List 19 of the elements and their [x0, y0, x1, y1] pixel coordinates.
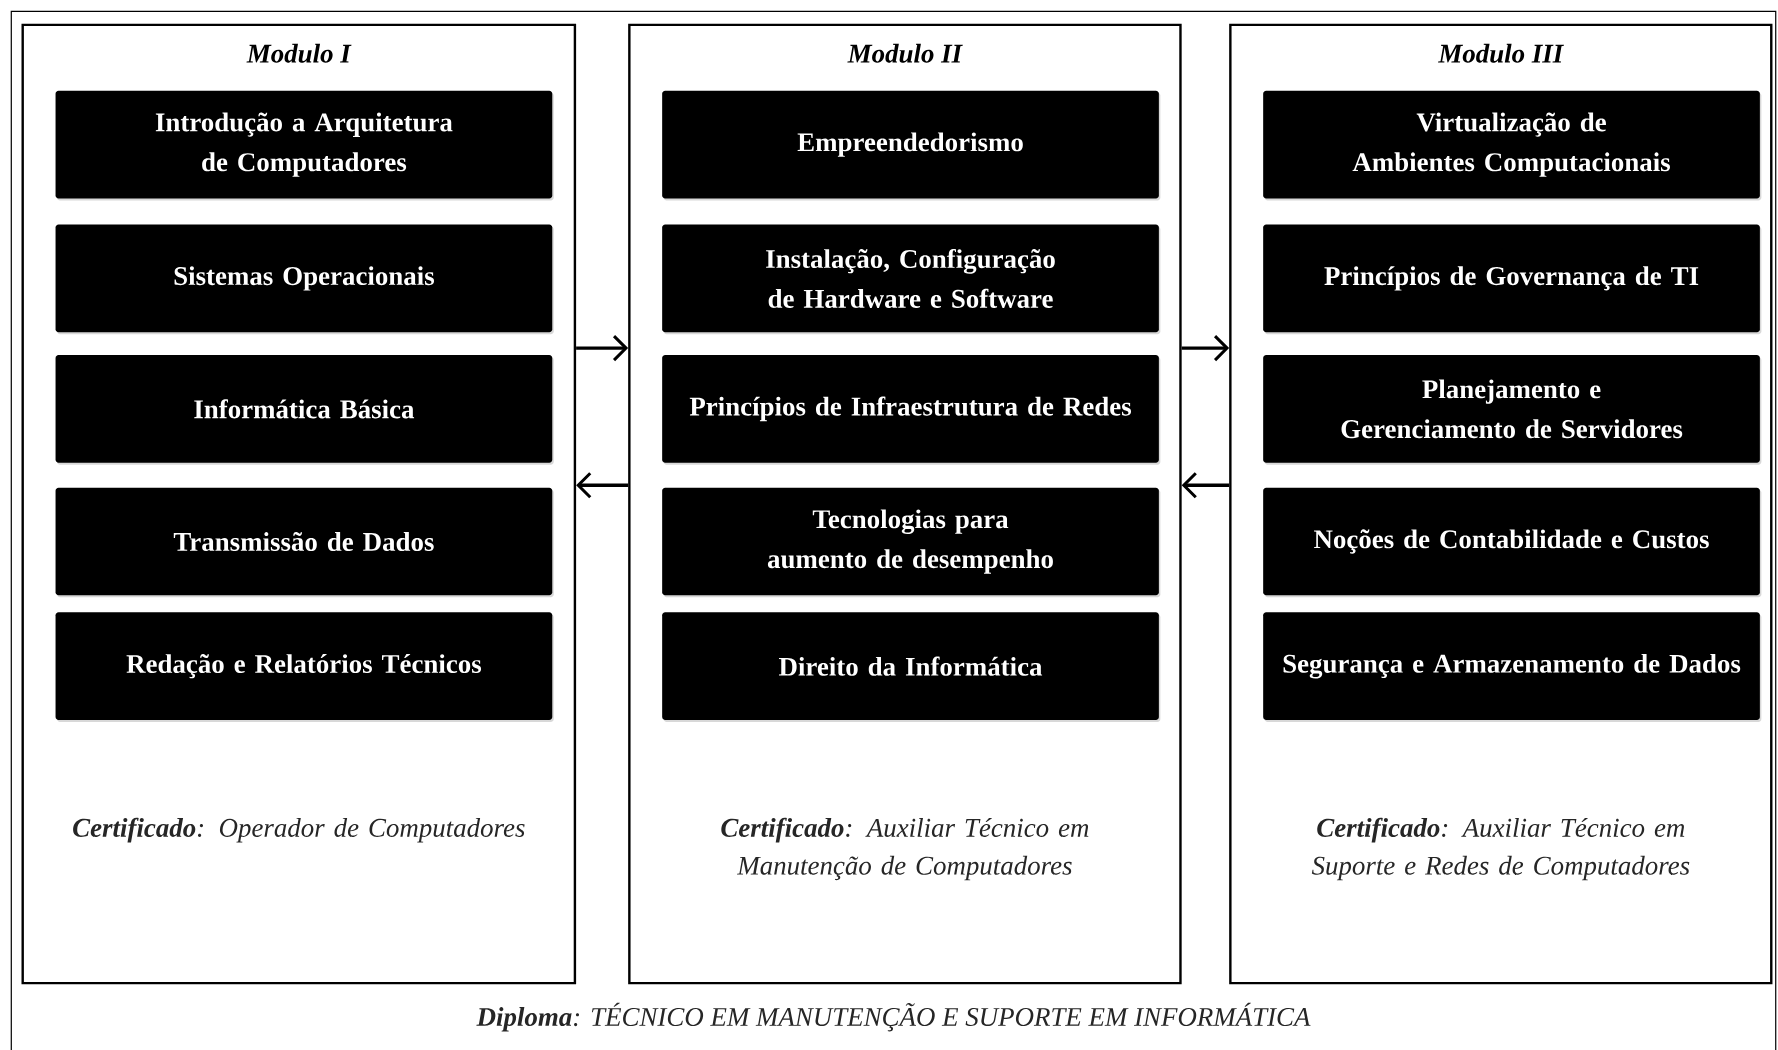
course-box: Empreendedorismo	[662, 90, 1161, 201]
course-box: Instalação, Configuração de Hardware e Software	[662, 224, 1161, 335]
course-box: Princípios de Infraestrutura de Redes	[662, 354, 1161, 465]
course-box: Planejamento e Gerenciamento de Servidores	[1263, 354, 1762, 465]
course-box: Virtualização de Ambientes Computacionais	[1263, 90, 1762, 201]
course-box: Informática Básica	[55, 354, 554, 465]
course-box: Sistemas Operacionais	[55, 224, 554, 335]
arrow	[1181, 472, 1230, 499]
course-box: Noções de Contabilidade e Custos	[1263, 487, 1762, 598]
course-box: Introdução a Arquitetura de Computadores	[55, 90, 554, 201]
course-box: Transmissão de Dados	[55, 487, 554, 598]
course-box: Princípios de Governança de TI	[1263, 224, 1762, 335]
arrow	[576, 472, 629, 499]
arrow	[1181, 335, 1230, 362]
course-box: Tecnologias para aumento de desempenho	[662, 487, 1161, 598]
course-box: Redação e Relatórios Técnicos	[55, 612, 554, 723]
course-box: Segurança e Armazenamento de Dados	[1263, 612, 1762, 723]
arrow	[576, 335, 629, 362]
course-box: Direito da Informática	[662, 612, 1161, 723]
